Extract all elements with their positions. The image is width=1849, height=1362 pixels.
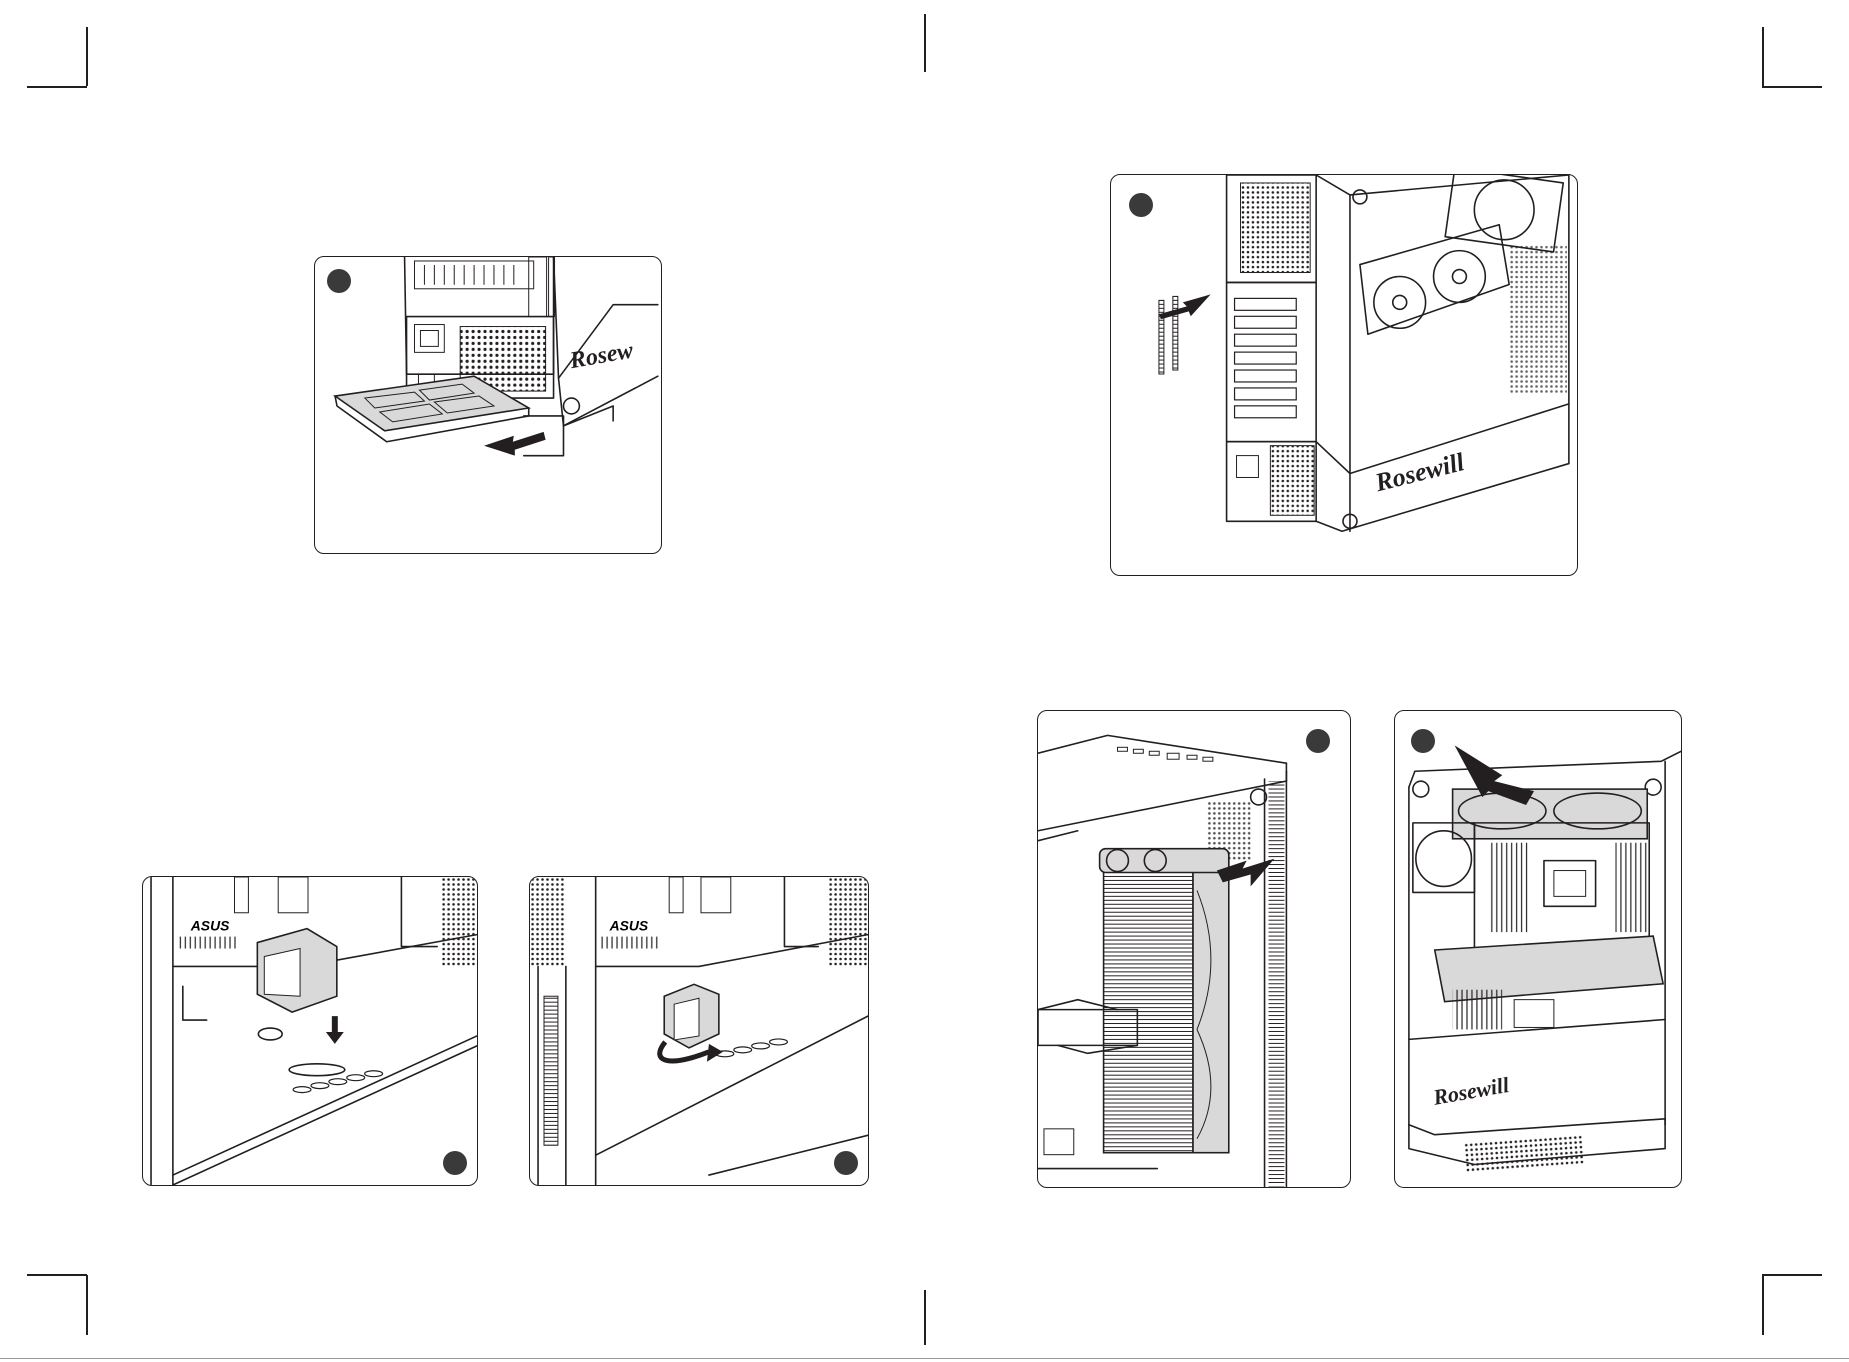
crop-mark — [1762, 1275, 1764, 1335]
board-label: ASUS — [609, 918, 649, 934]
illustration-psu-dust-filter: Rosew — [314, 256, 662, 554]
board-label: ASUS — [190, 918, 230, 934]
psu-filter-drawing: Rosew — [315, 257, 661, 553]
rear-slots-drawing: Rosewill — [1111, 175, 1577, 575]
ssd-place-drawing: ASUS — [143, 877, 477, 1185]
crop-mark — [86, 1275, 88, 1335]
crop-mark — [1762, 86, 1822, 88]
crop-mark — [86, 27, 88, 86]
crop-mark — [1762, 27, 1764, 86]
illustration-rear-pcie-slots: Rosewill — [1110, 174, 1578, 576]
brand-logo: Rosewill — [1371, 447, 1468, 497]
brand-logo: Rosewill — [1430, 1073, 1511, 1110]
illustration-top-fan: Rosewill — [1394, 710, 1682, 1188]
illustration-front-radiator — [1037, 710, 1351, 1188]
illustration-ssd-bracket-rotate: ASUS — [529, 876, 869, 1186]
crop-mark — [27, 1274, 87, 1276]
top-fan-drawing: Rosewill — [1395, 711, 1681, 1187]
radiator-drawing — [1038, 711, 1350, 1187]
crop-mark — [27, 86, 87, 88]
bottom-rule — [0, 1358, 1849, 1359]
ssd-rotate-drawing: ASUS — [530, 877, 868, 1185]
crop-mark — [924, 14, 926, 72]
brand-logo: Rosew — [567, 337, 635, 374]
illustration-ssd-bracket-place: ASUS — [142, 876, 478, 1186]
crop-mark — [924, 1290, 926, 1345]
crop-mark — [1762, 1274, 1822, 1276]
